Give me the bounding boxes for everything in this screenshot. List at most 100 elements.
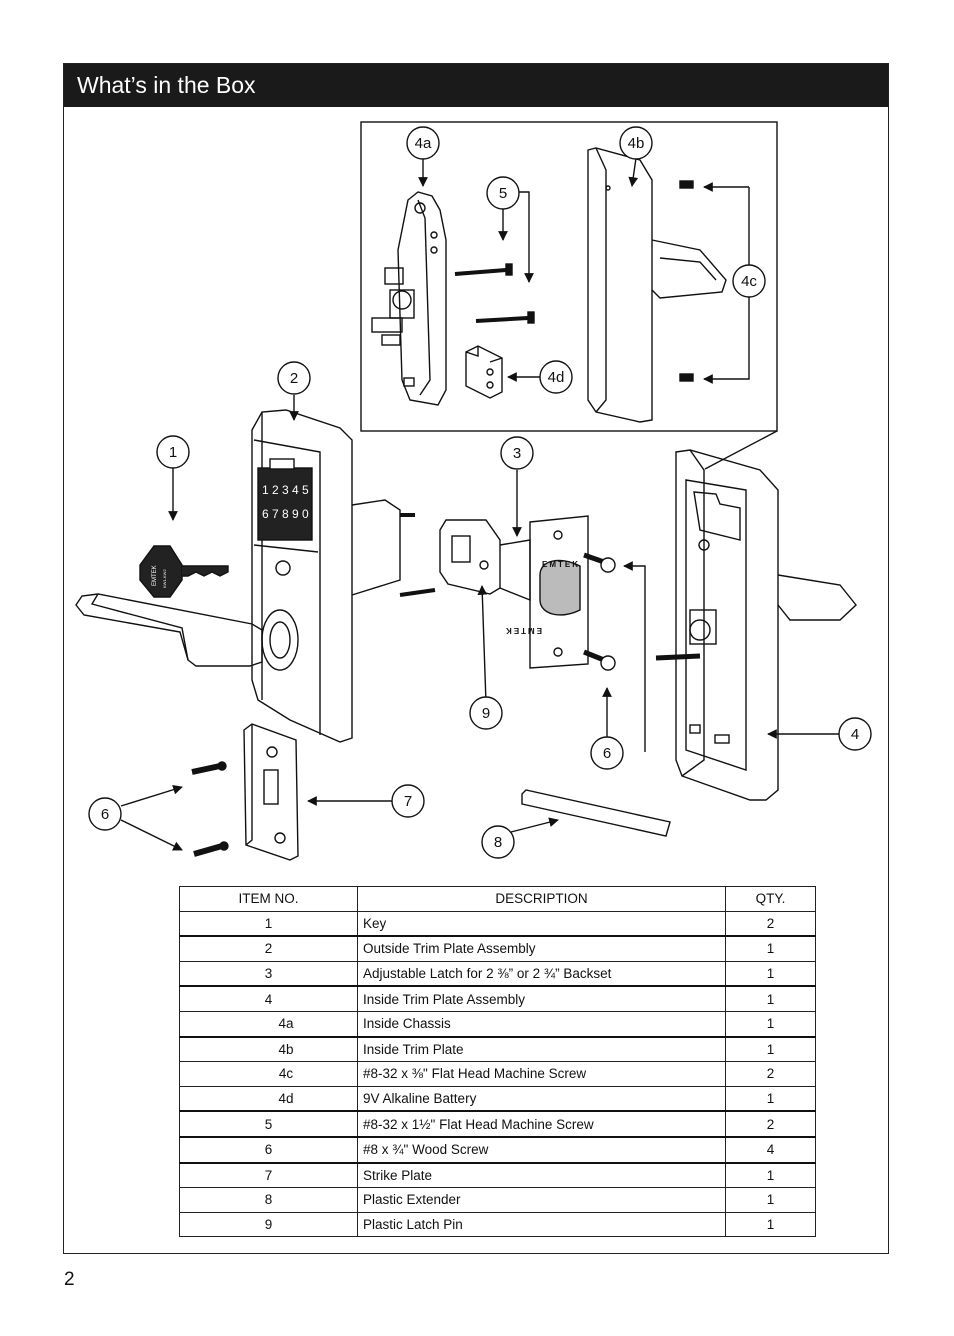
item-description: Outside Trim Plate Assembly	[357, 935, 726, 962]
item-qty: 1	[725, 1187, 816, 1213]
inside-trim-plate-drawing	[587, 147, 727, 423]
table-row: 6 #8 x ¾" Wood Screw 4	[179, 1136, 816, 1164]
table-row: 4a Inside Chassis 1	[179, 1010, 816, 1038]
callout-6-right: 6	[603, 745, 611, 762]
item-no: 5	[179, 1110, 358, 1138]
item-description: Inside Chassis	[357, 1010, 726, 1038]
item-description: #8-32 x 1½" Flat Head Machine Screw	[357, 1110, 726, 1138]
page-number: 2	[64, 1269, 75, 1290]
callout-4b: 4b	[628, 135, 645, 152]
keypad-key: 6	[262, 507, 269, 521]
callout-4d: 4d	[548, 369, 565, 386]
callout-5: 5	[499, 185, 507, 202]
callout-9: 9	[482, 705, 490, 722]
item-no: 2	[179, 935, 358, 962]
detail-leader-line	[704, 430, 778, 470]
header-description: DESCRIPTION	[357, 886, 726, 912]
callout-7: 7	[404, 793, 412, 810]
item-qty: 1	[725, 985, 816, 1012]
keypad-key: 7	[272, 507, 279, 521]
inside-trim-assembly-drawing	[655, 449, 857, 801]
key-drawing: EMTEK KW1-KW2	[139, 545, 229, 598]
item-no: 4d	[179, 1085, 358, 1113]
item-no: 4	[179, 985, 358, 1012]
callout-4a: 4a	[415, 135, 432, 152]
latch-brand-bottom: EMTEK	[504, 626, 542, 635]
callout-4: 4	[851, 726, 859, 743]
section-header: What’s in the Box	[64, 64, 888, 107]
item-no: 3	[179, 960, 358, 988]
detail-inset-box	[360, 121, 778, 432]
section-title: What’s in the Box	[77, 72, 256, 98]
keypad-key: 4	[292, 483, 299, 497]
key-brand: EMTEK	[152, 565, 158, 586]
item-qty: 1	[725, 935, 816, 962]
latch-screws	[583, 552, 616, 671]
callout-3: 3	[513, 445, 521, 462]
item-no: 9	[179, 1211, 358, 1238]
key-code: KW1-KW2	[162, 569, 167, 588]
table-row: 8 Plastic Extender 1	[179, 1187, 816, 1213]
item-no: 4a	[179, 1010, 358, 1038]
inside-chassis-drawing	[371, 191, 447, 406]
callout-4c: 4c	[741, 273, 757, 290]
item-description: #8-32 x ⅜" Flat Head Machine Screw	[357, 1061, 726, 1087]
callout-arrows	[120, 157, 839, 851]
callout-2: 2	[290, 370, 298, 387]
parts-table: ITEM NO. DESCRIPTION QTY. 1 Key 2 2 Outs…	[179, 886, 816, 1238]
table-row: 2 Outside Trim Plate Assembly 1	[179, 935, 816, 962]
table-row: 4d 9V Alkaline Battery 1	[179, 1085, 816, 1113]
keypad-key: 8	[282, 507, 289, 521]
item-qty: 4	[725, 1136, 816, 1164]
header-qty: QTY.	[725, 886, 816, 912]
callout-circles	[88, 126, 872, 859]
item-no: 4c	[179, 1061, 358, 1087]
item-qty: 1	[725, 1211, 816, 1238]
item-qty: 2	[725, 910, 816, 938]
item-qty: 2	[725, 1110, 816, 1138]
item-no: 1	[179, 910, 358, 938]
item-description: 9V Alkaline Battery	[357, 1085, 726, 1113]
item-description: Plastic Extender	[357, 1187, 726, 1213]
content-frame: What’s in the Box	[63, 63, 889, 1254]
item-no: 7	[179, 1162, 358, 1189]
keypad-key: 3	[282, 483, 289, 497]
callout-labels: 1 2 3 4 4a 4b 4c 4d 5 6 7 8 9 6	[101, 135, 859, 851]
table-row: 4b Inside Trim Plate 1	[179, 1036, 816, 1063]
item-qty: 1	[725, 1085, 816, 1113]
item-qty: 1	[725, 1036, 816, 1063]
item-no: 4b	[179, 1036, 358, 1063]
item-description: Inside Trim Plate	[357, 1036, 726, 1063]
latch-brand-top: EMTEK	[542, 560, 580, 569]
keypad-key: 1	[262, 483, 269, 497]
item-qty: 2	[725, 1061, 816, 1087]
table-row: 4c #8-32 x ⅜" Flat Head Machine Screw 2	[179, 1061, 816, 1087]
outside-trim-plate-drawing	[251, 409, 436, 743]
keypad-key: 2	[272, 483, 279, 497]
strike-plate-drawing	[243, 723, 299, 861]
callout-1: 1	[169, 444, 177, 461]
parts-table-header: ITEM NO. DESCRIPTION QTY.	[179, 886, 816, 912]
table-row: 1 Key 2	[179, 910, 816, 938]
item-description: Adjustable Latch for 2 ⅜” or 2 ¾” Backse…	[357, 960, 726, 988]
item-description: Strike Plate	[357, 1162, 726, 1189]
table-row: 3 Adjustable Latch for 2 ⅜” or 2 ¾” Back…	[179, 960, 816, 988]
item-no: 6	[179, 1136, 358, 1164]
item-qty: 1	[725, 1010, 816, 1038]
table-row: 9 Plastic Latch Pin 1	[179, 1211, 816, 1238]
header-item-no: ITEM NO.	[179, 886, 358, 912]
item-description: Key	[357, 910, 726, 938]
callout-8: 8	[494, 834, 502, 851]
adjustable-latch-drawing: EMTEK EMTEK	[439, 515, 589, 669]
keypad-key: 9	[292, 507, 299, 521]
item-no: 8	[179, 1187, 358, 1213]
callout-6-left: 6	[101, 806, 109, 823]
battery-drawing	[465, 345, 503, 399]
machine-screws-long	[454, 263, 535, 324]
keypad-key: 5	[302, 483, 309, 497]
item-description: Inside Trim Plate Assembly	[357, 985, 726, 1012]
item-qty: 1	[725, 1162, 816, 1189]
table-row: 5 #8-32 x 1½" Flat Head Machine Screw 2	[179, 1110, 816, 1138]
table-row: 7 Strike Plate 1	[179, 1162, 816, 1189]
